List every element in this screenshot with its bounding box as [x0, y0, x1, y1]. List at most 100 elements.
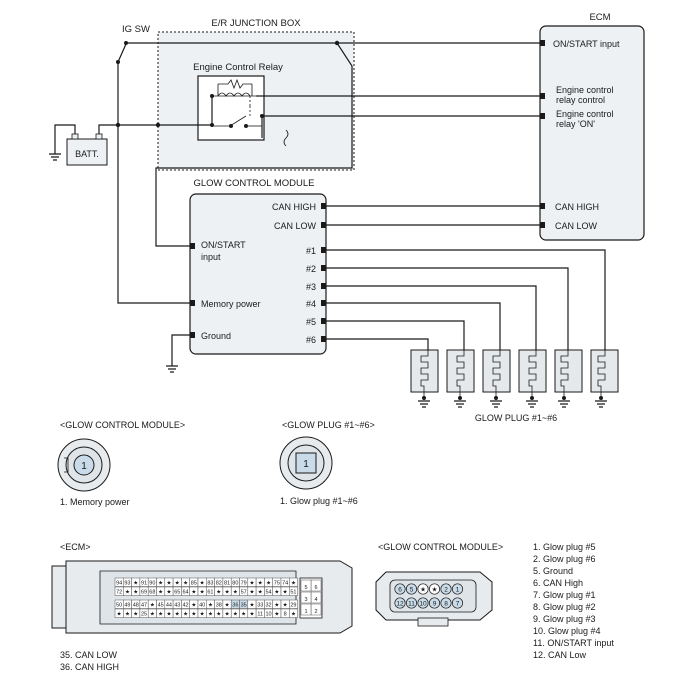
gcm-right-pins: CAN HIGH CAN LOW #1 #2 #3 #4 #5 #6 — [272, 202, 326, 345]
ecm-pin-label: ★ — [200, 580, 205, 587]
ecm-side-pin-label: 5 — [304, 585, 307, 591]
ecm-pin-label: ★ — [166, 580, 171, 587]
ecm-pin-label: ★ — [125, 589, 130, 596]
ecm-pin-label: 33 — [257, 603, 263, 609]
ecm-pin-label: ★ — [158, 611, 163, 618]
gcm-single-pin-number: 1 — [81, 461, 87, 472]
ecm-pin-label: ★ — [117, 611, 122, 618]
ecm-pin-label: 29 — [290, 603, 296, 609]
ecm-title: ECM — [589, 12, 610, 23]
ecm-pin-label: ★ — [225, 611, 230, 618]
gcm-multi-legend-line: 5. Ground — [533, 566, 573, 576]
ecm-pin-on-start: ON/START input — [553, 39, 620, 49]
glow-plug-3 — [518, 349, 547, 408]
gcm-single-legend: 1. Memory power — [60, 497, 130, 507]
ecm-pin-label: ★ — [150, 611, 155, 618]
ecm-pin-label: 65 — [174, 590, 180, 596]
ecm-side-pin — [300, 591, 312, 604]
ecm-pin-label: ★ — [208, 611, 213, 618]
ecm-pin-label: 85 — [191, 581, 197, 587]
relay-title: Engine Control Relay — [193, 62, 283, 73]
ecm-pin-label: 42 — [182, 603, 188, 609]
gcm-multi-connector-title: <GLOW CONTROL MODULE> — [378, 542, 503, 552]
ecm-pin-label: 64 — [182, 590, 188, 596]
glow-plug-6 — [410, 349, 439, 408]
ecm-pin-label: ★ — [216, 611, 221, 618]
ecm-legend-line2: 36. CAN HIGH — [60, 662, 119, 672]
ecm-pin-label: ★ — [191, 611, 196, 618]
gcm-multi-pin — [405, 597, 418, 609]
gcm-multi-legend-line: 7. Glow plug #1 — [533, 590, 596, 600]
ecm-pin — [289, 608, 298, 618]
battery-label: BATT. — [75, 149, 99, 159]
ecm-pin-label: ★ — [249, 602, 254, 609]
ecm-pin-label: 11 — [257, 612, 263, 618]
gcm-single-connector: 1 — [57, 438, 111, 492]
junction-box-title: E/R JUNCTION BOX — [211, 18, 301, 29]
ecm-pin-label: ★ — [133, 580, 138, 587]
ecm-pin-label: 83 — [207, 581, 213, 587]
ecm-pin-label: ★ — [258, 580, 263, 587]
glow-plug-5 — [446, 349, 475, 408]
ig-switch-label: IG SW — [122, 24, 150, 35]
ecm-connector-title: <ECM> — [60, 542, 91, 552]
ecm-pin-label: ★ — [175, 580, 180, 587]
gcm-multi-pin — [451, 583, 464, 595]
gcm-multi-pin-label: 2 — [444, 587, 448, 594]
gcm-pin-3: #3 — [306, 282, 316, 292]
ecm-pin-label: 57 — [241, 590, 247, 596]
battery-ground-icon — [49, 153, 61, 161]
ecm-pin-label: 45 — [158, 603, 164, 609]
ecm-pin-label: ★ — [191, 602, 196, 609]
ecm-pin-label: ★ — [158, 589, 163, 596]
ecm-pin-label: 72 — [116, 590, 122, 596]
ecm-side-pin-label: 1 — [304, 609, 307, 615]
gcm-ground-icon — [166, 365, 178, 373]
glow-plugs — [410, 349, 619, 408]
ecm-pin-label: ★ — [274, 602, 279, 609]
glow-plug-connector: 1 — [279, 436, 333, 490]
gcm-pin-4: #4 — [306, 299, 316, 309]
ecm-pin-label: ★ — [249, 589, 254, 596]
ecm-pin-relay-on-line1: Engine control — [556, 109, 614, 119]
gcm-pin-on-start-line2: input — [201, 252, 221, 262]
gcm-pin-6: #6 — [306, 335, 316, 345]
battery — [66, 138, 108, 166]
gcm-multi-pin — [405, 583, 418, 595]
ecm-pin-label: 54 — [265, 590, 271, 596]
ig-switch — [117, 43, 127, 125]
gcm-multi-pin — [428, 597, 441, 609]
gcm-multi-legend-line: 11. ON/START input — [533, 638, 614, 648]
ecm-pin-label: 25 — [141, 612, 147, 618]
gcm-multi-pin-label: ★ — [432, 586, 438, 594]
ecm-pin-label: 48 — [133, 603, 139, 609]
gcm-multi-pin-label: 10 — [419, 601, 427, 608]
ecm-pin-label: 38 — [216, 603, 222, 609]
gcm-pin-on-start-line1: ON/START — [201, 240, 246, 250]
ecm-pin-label: ★ — [150, 602, 155, 609]
ecm-pin-label: ★ — [283, 589, 288, 596]
gcm-multi-pin-label: 1 — [456, 587, 460, 594]
gcm-multi-pin — [440, 583, 452, 595]
gcm-pin-2: #2 — [306, 264, 316, 274]
ecm-side-pin-label: 3 — [304, 597, 307, 603]
ecm-pin-label: ★ — [249, 611, 254, 618]
gcm-pin-can-high: CAN HIGH — [272, 202, 316, 212]
ecm-pin-label: 43 — [174, 603, 180, 609]
ecm-pin-label: ★ — [266, 580, 271, 587]
ecm-pin — [289, 599, 298, 609]
ecm-pin-label: 79 — [241, 581, 247, 587]
glow-plug-connector-title: <GLOW PLUG #1~#6> — [282, 420, 375, 430]
ecm-pin-label: 80 — [232, 581, 238, 587]
gcm-multi-pin-label: ★ — [420, 586, 426, 594]
gcm-single-connector-title: <GLOW CONTROL MODULE> — [60, 420, 185, 430]
ecm-pin-label: 49 — [124, 603, 130, 609]
gcm-multi-legend: 1. Glow plug #5 2. Glow plug #6 5. Groun… — [533, 542, 614, 660]
ecm-pin-label: 36 — [232, 603, 238, 609]
gcm-multi-pin — [451, 597, 464, 609]
glow-control-module — [189, 193, 327, 355]
gcm-multi-legend-line: 12. CAN Low — [533, 650, 587, 660]
gcm-multi-pin-label: 5 — [410, 587, 414, 594]
